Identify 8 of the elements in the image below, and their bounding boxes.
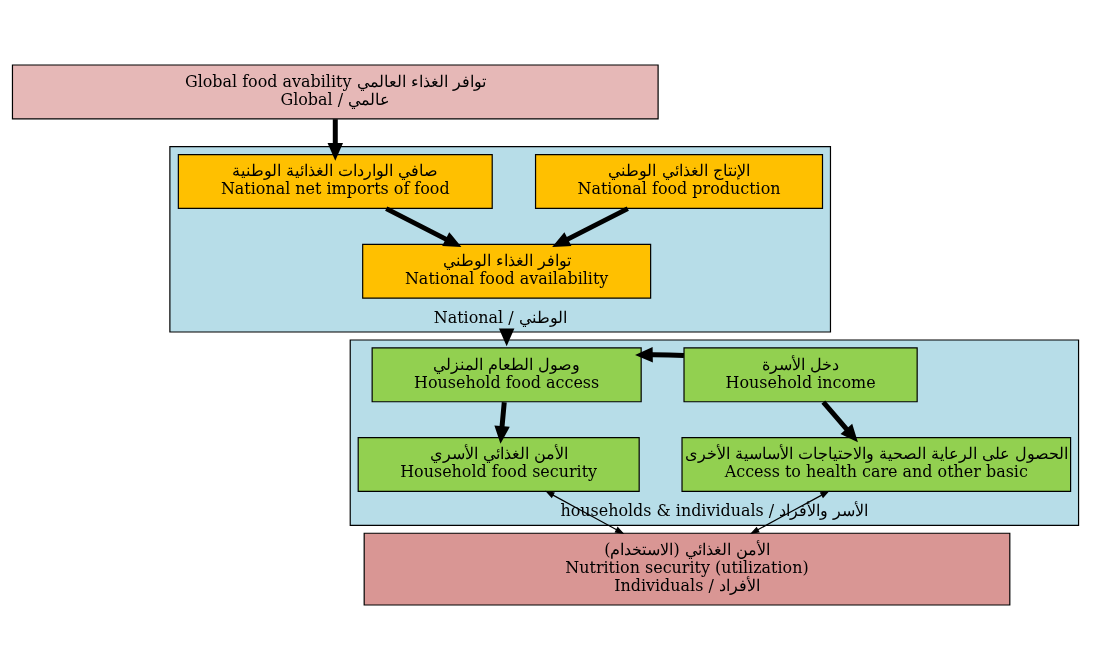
node-box: Global food avability توافر الغذاء العالمي Global / عالمي xyxy=(11,64,659,120)
arrow xyxy=(327,119,343,161)
arrow xyxy=(821,400,858,443)
arrow xyxy=(494,401,510,444)
arrow xyxy=(552,206,629,248)
arrow xyxy=(498,328,515,347)
arrow xyxy=(635,346,685,363)
arrow xyxy=(385,206,462,248)
